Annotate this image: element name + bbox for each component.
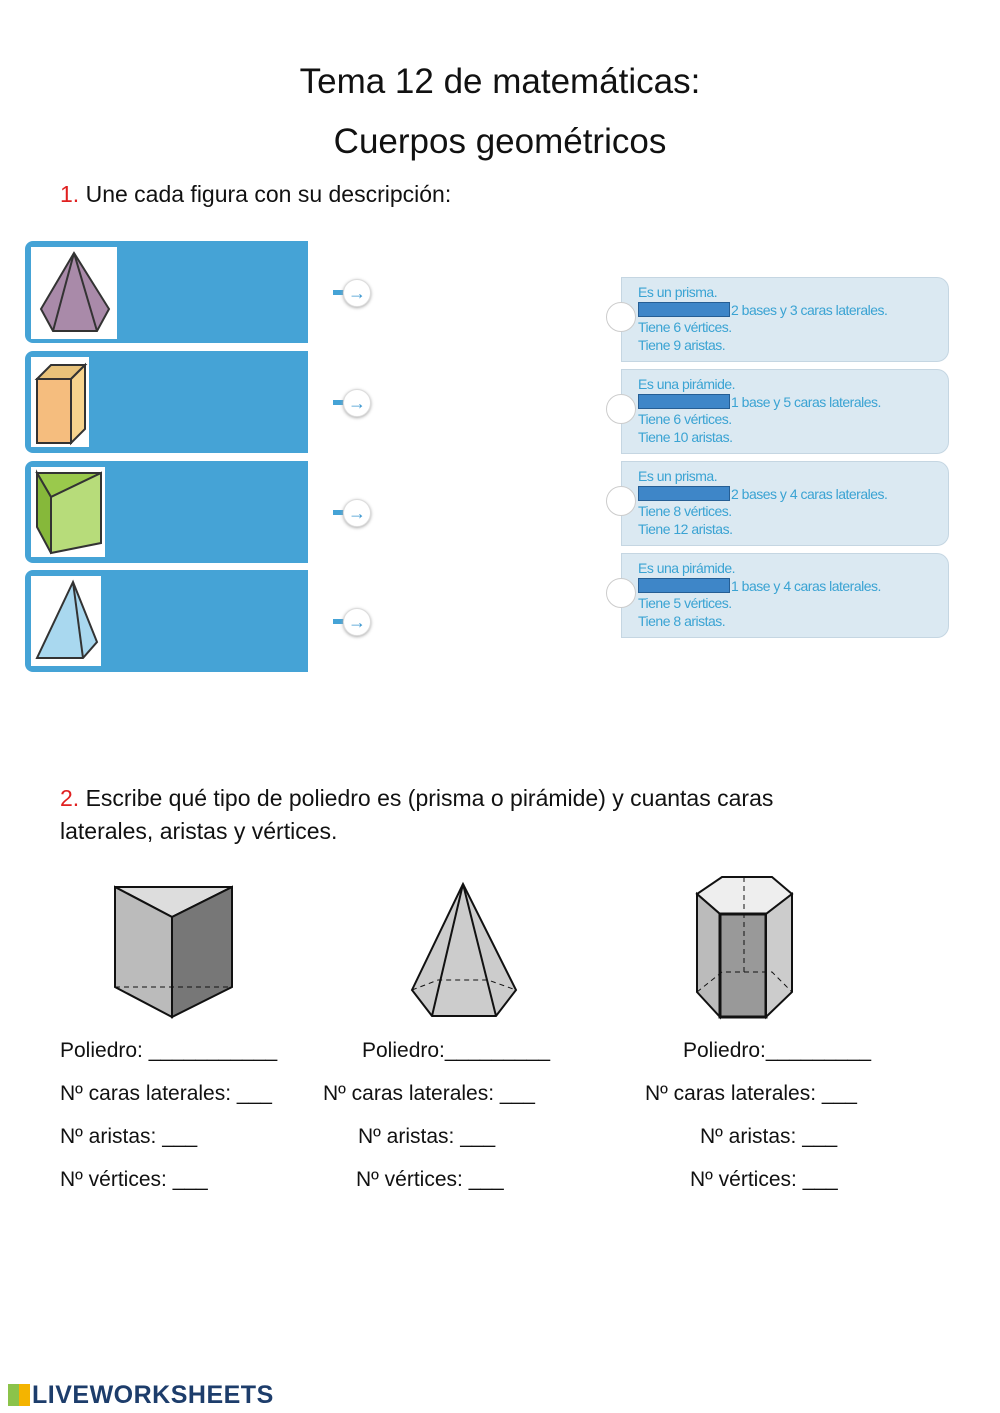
card-line: 1 base y 5 caras laterales. xyxy=(731,393,881,410)
description-card[interactable]: Es un prisma. 2 bases y 3 caras laterales… xyxy=(606,277,949,362)
logo-text: LIVEWORKSHEETS xyxy=(32,1381,274,1409)
description-card[interactable]: Es una pirámide.1 base y 5 caras lateral… xyxy=(606,369,949,454)
card-line: Tiene 8 vértices. xyxy=(638,503,732,519)
aristas-field[interactable]: Nº aristas: ___ xyxy=(60,1125,198,1148)
connection-knob[interactable] xyxy=(606,394,636,424)
redaction-box xyxy=(638,393,730,409)
figure-item[interactable]: → xyxy=(25,461,371,563)
card-line: Es una pirámide. xyxy=(638,560,736,576)
redaction-box xyxy=(638,577,730,593)
redaction-box xyxy=(638,301,730,317)
aristas-field[interactable]: Nº aristas: ___ xyxy=(358,1125,496,1148)
poliedro-field[interactable]: Poliedro: ___________ xyxy=(60,1039,278,1062)
liveworksheets-logo: LIVEWORKSHEETS xyxy=(8,1381,274,1410)
card-line: 2 bases y 3 caras laterales. xyxy=(731,301,888,318)
redaction-box xyxy=(638,485,730,501)
card-line: Es un prisma. xyxy=(638,284,718,300)
card-line: Es un prisma. xyxy=(638,468,718,484)
question-text: laterales, aristas y vértices. xyxy=(60,818,338,844)
card-line: 2 bases y 4 caras laterales. xyxy=(731,485,888,502)
square-pyramid-image xyxy=(31,576,101,666)
triangular-prism-image xyxy=(31,467,105,557)
figure-item[interactable]: → xyxy=(25,351,371,453)
arrow-right-icon[interactable]: → xyxy=(343,279,371,307)
caras-field[interactable]: Nº caras laterales: ___ xyxy=(60,1082,272,1105)
figure-item[interactable]: → xyxy=(25,570,371,672)
poliedro-field[interactable]: Poliedro:_________ xyxy=(362,1039,550,1062)
card-line: Tiene 12 aristas. xyxy=(638,520,733,537)
connector xyxy=(333,619,345,624)
connection-knob[interactable] xyxy=(606,486,636,516)
vertices-field[interactable]: Nº vértices: ___ xyxy=(690,1168,838,1191)
card-line: Tiene 8 aristas. xyxy=(638,612,726,629)
caras-field[interactable]: Nº caras laterales: ___ xyxy=(323,1082,535,1105)
question-1: 1. Une cada figura con su descripción: xyxy=(60,178,451,211)
caras-field[interactable]: Nº caras laterales: ___ xyxy=(645,1082,857,1105)
card-line: Tiene 5 vértices. xyxy=(638,595,732,611)
description-card[interactable]: Es una pirámide.1 base y 4 caras lateral… xyxy=(606,553,949,638)
connector xyxy=(333,290,345,295)
arrow-right-icon[interactable]: → xyxy=(343,389,371,417)
description-card[interactable]: Es un prisma. 2 bases y 4 caras laterales… xyxy=(606,461,949,546)
pentagonal-pyramid-drawing xyxy=(410,881,518,1017)
connector xyxy=(333,510,345,515)
title-line-1: Tema 12 de matemáticas: xyxy=(299,62,701,101)
vertices-field[interactable]: Nº vértices: ___ xyxy=(356,1168,504,1191)
vertices-field[interactable]: Nº vértices: ___ xyxy=(60,1168,208,1191)
card-line: Tiene 6 vértices. xyxy=(638,411,732,427)
question-text: Une cada figura con su descripción: xyxy=(79,181,452,207)
arrow-right-icon[interactable]: → xyxy=(343,608,371,636)
arrow-right-icon[interactable]: → xyxy=(343,499,371,527)
question-text: Escribe qué tipo de poliedro es (prisma … xyxy=(79,785,774,811)
figure-item[interactable]: → xyxy=(25,241,371,343)
pentagonal-prism-drawing xyxy=(695,876,794,1020)
connection-knob[interactable] xyxy=(606,578,636,608)
triangular-prism-drawing xyxy=(114,885,233,1019)
logo-icon xyxy=(8,1384,30,1406)
card-line: 1 base y 4 caras laterales. xyxy=(731,577,881,594)
aristas-field[interactable]: Nº aristas: ___ xyxy=(700,1125,838,1148)
connector xyxy=(333,400,345,405)
connection-knob[interactable] xyxy=(606,302,636,332)
card-line: Es una pirámide. xyxy=(638,376,736,392)
rectangular-prism-image xyxy=(31,357,89,447)
question-2: 2. Escribe qué tipo de poliedro es (pris… xyxy=(60,782,773,848)
title-line-2: Cuerpos geométricos xyxy=(333,122,667,161)
question-number: 2. xyxy=(60,785,80,811)
question-number: 1. xyxy=(60,181,80,207)
pentagonal-pyramid-image xyxy=(31,247,117,339)
card-line: Tiene 9 aristas. xyxy=(638,336,726,353)
card-line: Tiene 6 vértices. xyxy=(638,319,732,335)
card-line: Tiene 10 aristas. xyxy=(638,428,733,445)
poliedro-field[interactable]: Poliedro:_________ xyxy=(683,1039,871,1062)
